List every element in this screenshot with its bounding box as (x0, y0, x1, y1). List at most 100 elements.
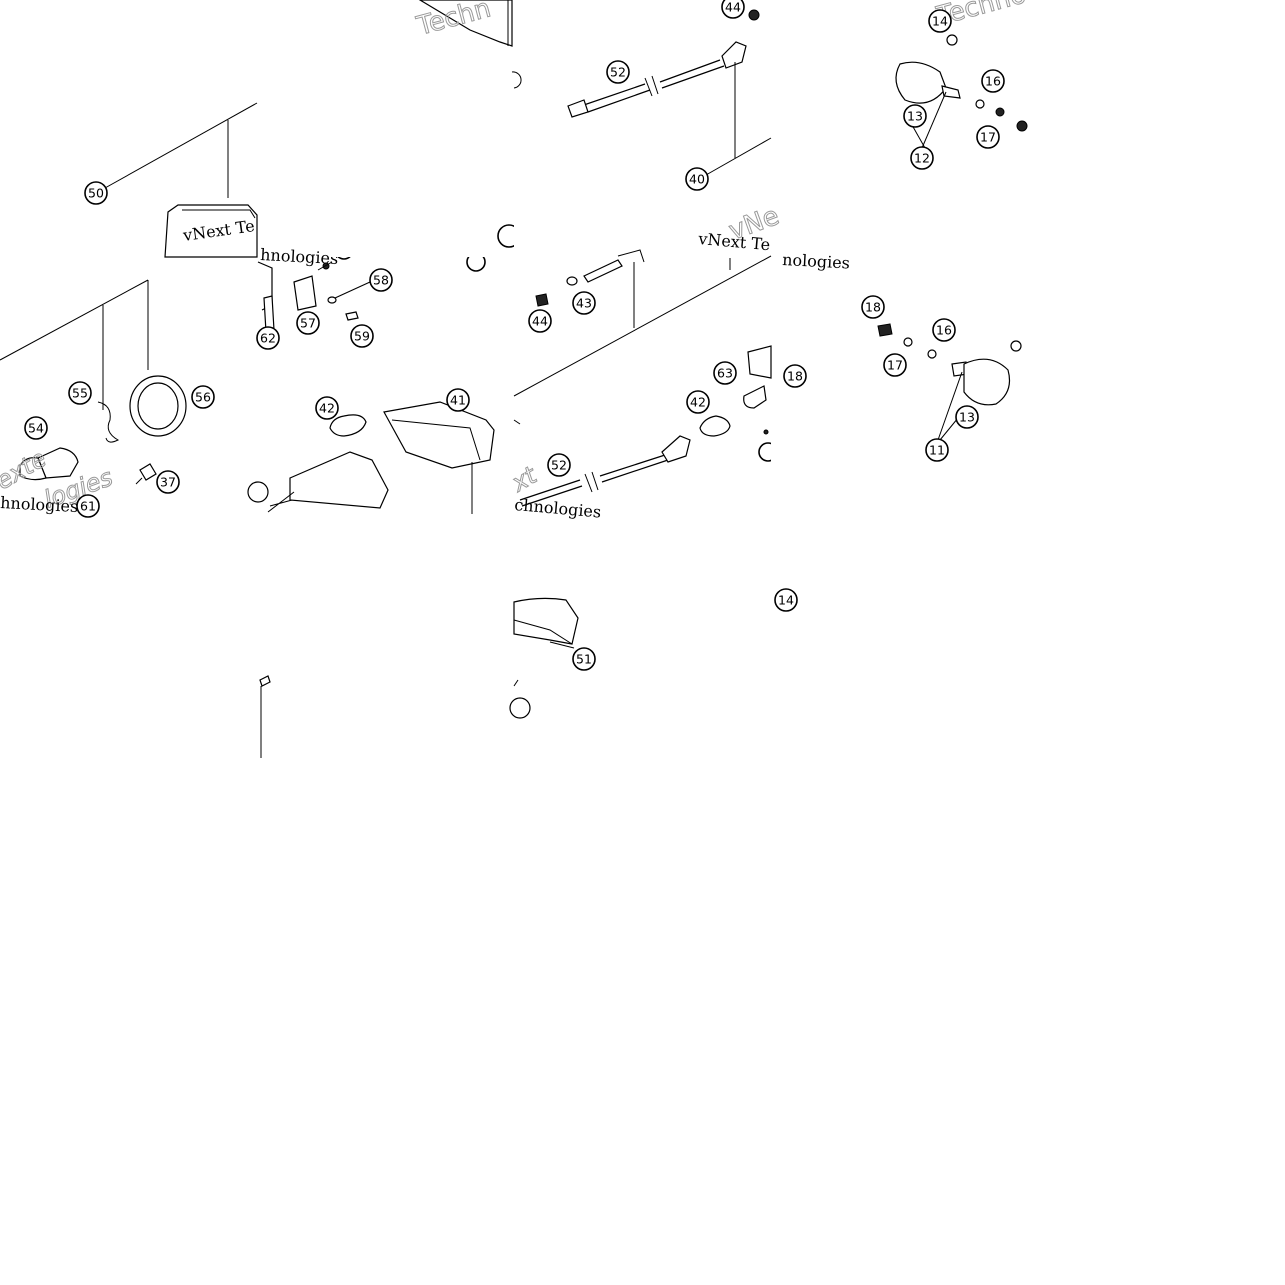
callout-17-top: 17 (976, 125, 1000, 149)
svg-text:43: 43 (576, 296, 592, 311)
svg-text:17: 17 (980, 130, 996, 145)
screw-bottom (259, 675, 271, 687)
svg-text:56: 56 (195, 390, 211, 405)
watermark-nologies-1: nologies (782, 250, 851, 273)
callout-42-left: 42 (315, 396, 339, 420)
rear-light-partial (747, 345, 772, 379)
nut-17-top (995, 107, 1005, 117)
callout-50: 50 (84, 181, 108, 205)
watermark-nologies-2: hnologies (0, 493, 79, 516)
indicator-lens-top (895, 61, 947, 104)
svg-text:11: 11 (929, 443, 945, 458)
svg-text:57: 57 (300, 316, 316, 331)
screw-59 (345, 311, 359, 321)
callout-63: 63 (713, 361, 737, 385)
callout-16-top: 16 (981, 69, 1005, 93)
callout-55: 55 (68, 381, 92, 405)
callout-13-bottom: 13 (955, 405, 979, 429)
tile-indicator-bottom (877, 323, 1022, 441)
dust-ring-56-inner (137, 382, 179, 430)
callout-12: 12 (910, 146, 934, 170)
washer-16-bottom (927, 349, 937, 359)
harness-connector-top (567, 99, 589, 118)
svg-text:58: 58 (373, 273, 389, 288)
svg-text:62: 62 (260, 331, 276, 346)
washer-16-top (975, 99, 985, 109)
bulb-37 (139, 463, 157, 481)
harness-cable-bottom (519, 454, 669, 507)
svg-text:40: 40 (689, 172, 705, 187)
nut-44-top (748, 9, 760, 21)
svg-text:13: 13 (907, 109, 923, 124)
svg-text:63: 63 (717, 366, 733, 381)
bulb-42-tile7 (699, 415, 731, 437)
watermark-vne: vNe (725, 201, 783, 247)
tile-headlight-housing: vNext Te (104, 102, 258, 258)
callout-11: 11 (925, 438, 949, 462)
indicator-lens-bottom (963, 358, 1011, 406)
callout-59: 59 (350, 324, 374, 348)
partial-callout-53-bottom (509, 697, 531, 719)
watermark-xt: xt (506, 460, 543, 497)
bulb-14-top (946, 34, 958, 46)
headlight-mask-corner (418, 0, 513, 47)
harness-socket-top (721, 41, 747, 69)
tile-headlight-mask: Techn (413, 0, 522, 89)
bracket-57 (293, 275, 317, 311)
callout-52-top: 52 (606, 60, 630, 84)
headlight-housing (164, 204, 258, 258)
svg-text:12: 12 (914, 151, 930, 166)
nut-tile7 (763, 429, 769, 435)
svg-text:51: 51 (576, 652, 592, 667)
tail-housing (289, 451, 389, 509)
callout-51: 51 (572, 647, 596, 671)
callout-17-bottom: 17 (883, 353, 907, 377)
callout-52-bottom: 52 (547, 453, 571, 477)
svg-text:59: 59 (354, 329, 370, 344)
callout-44-mid: 44 (528, 309, 552, 333)
callout-18-bottom: 18 (783, 364, 807, 388)
callout-14-bottom: 14 (774, 588, 798, 612)
callout-16-bottom: 16 (932, 318, 956, 342)
svg-text:18: 18 (787, 369, 803, 384)
svg-text:41: 41 (450, 393, 466, 408)
nut-18-bottom (877, 323, 893, 337)
bracket-63 (743, 385, 767, 409)
tile-harness-bottom: xt chnologies (506, 249, 772, 522)
nut-18-top (1016, 120, 1028, 132)
svg-text:42: 42 (319, 401, 335, 416)
callout-61: 61 (76, 494, 100, 518)
callout-57: 57 (296, 311, 320, 335)
bulb-14-bottom (1010, 340, 1022, 352)
washer-58 (327, 296, 337, 304)
callout-62: 62 (256, 326, 280, 350)
watermark-tegies-1: hnologies (260, 245, 339, 268)
harness-cable-top (577, 59, 725, 113)
spring-clip-55 (97, 401, 120, 443)
callout-41: 41 (446, 388, 470, 412)
lens-51 (513, 597, 579, 645)
svg-text:18: 18 (865, 300, 881, 315)
svg-text:61: 61 (80, 499, 96, 514)
bulb-54-glass (19, 457, 47, 481)
washer-17-bottom (903, 337, 913, 347)
svg-text:17: 17 (887, 358, 903, 373)
callout-43: 43 (572, 291, 596, 315)
bolt-tile6 (267, 491, 295, 513)
svg-text:52: 52 (610, 65, 626, 80)
svg-text:16: 16 (936, 323, 952, 338)
svg-text:13: 13 (959, 410, 975, 425)
callout-18-top: 18 (861, 295, 885, 319)
tile-brackets-taillight: hnologies (247, 245, 495, 514)
bulb-54 (37, 447, 79, 479)
callout-56: 56 (191, 385, 215, 409)
partial-callout-53 (247, 481, 269, 503)
watermark-techno-1: Techn (413, 0, 494, 42)
svg-text:52: 52 (551, 458, 567, 473)
svg-text:42: 42 (690, 395, 706, 410)
tile-bottom-fragments (259, 597, 579, 758)
svg-text:44: 44 (725, 0, 741, 15)
svg-text:37: 37 (160, 475, 176, 490)
callout-44-top: 44 (721, 0, 745, 19)
